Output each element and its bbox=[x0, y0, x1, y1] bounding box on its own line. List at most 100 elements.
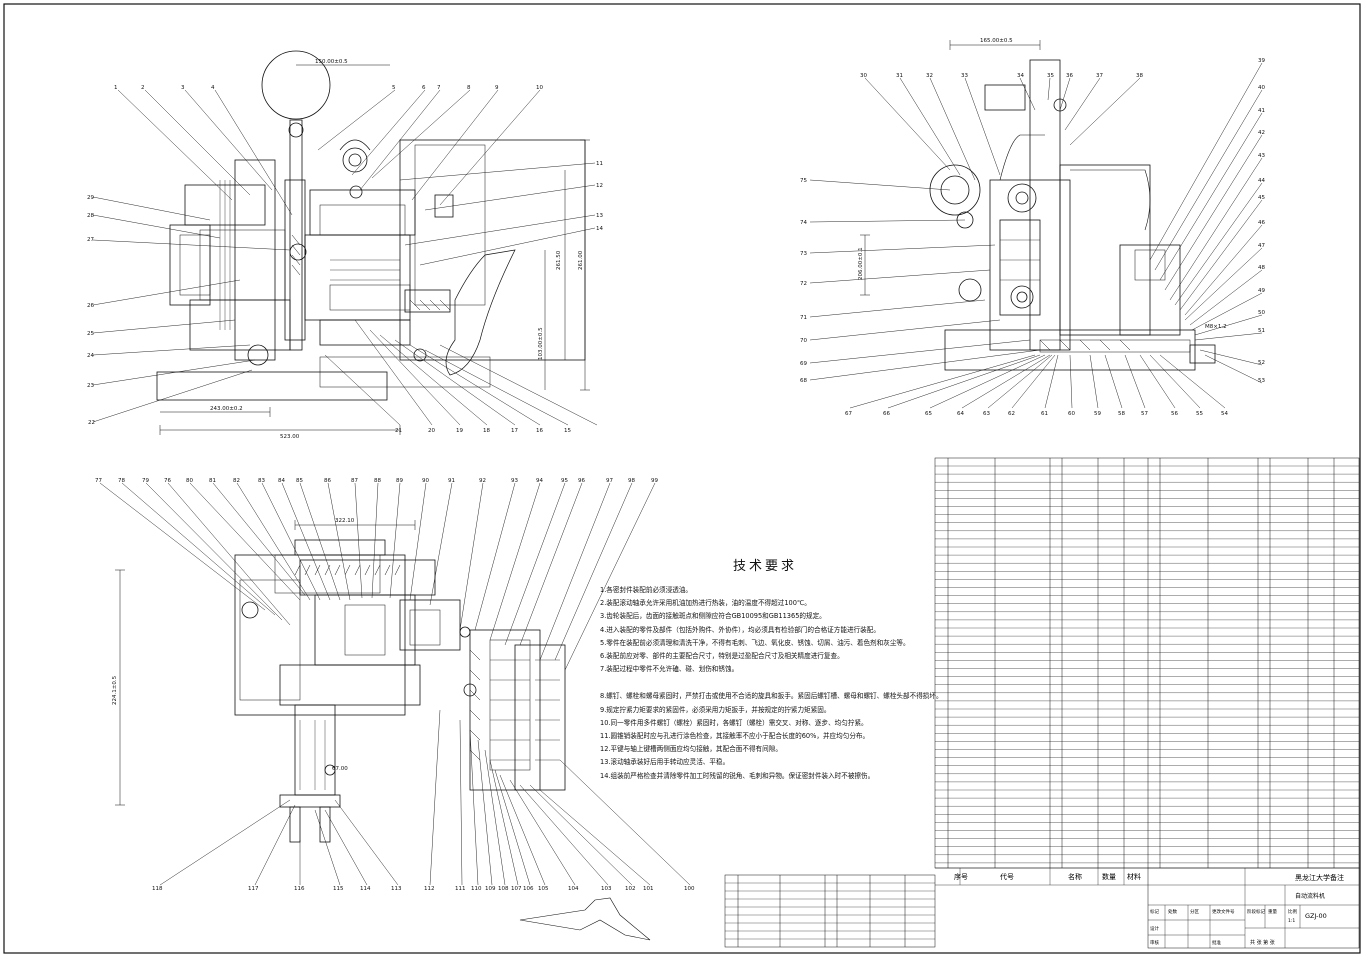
part-label: 13 bbox=[596, 213, 603, 219]
part-label: 114 bbox=[360, 886, 371, 892]
title-block-texts: 序号 代号 名称 数量 材料 备注 黑龙江大学 自动流料机 GZJ-00 标记 … bbox=[954, 872, 1344, 946]
part-label: 89 bbox=[396, 478, 403, 484]
part-label: 69 bbox=[800, 361, 807, 367]
dim-side-top: 165.00±0.5 bbox=[980, 38, 1013, 44]
part-label: 76 bbox=[164, 478, 171, 484]
tech-item: 1.各密封件装配前必须浸透油。 bbox=[600, 586, 693, 594]
part-label: 30 bbox=[860, 73, 867, 79]
part-label: 46 bbox=[1258, 220, 1265, 226]
part-label: 35 bbox=[1047, 73, 1054, 79]
sign-zone: 分区 bbox=[1190, 908, 1199, 915]
part-label: 45 bbox=[1258, 195, 1265, 201]
part-label: 88 bbox=[374, 478, 381, 484]
section-view bbox=[99, 482, 691, 941]
front-view bbox=[92, 50, 598, 435]
part-label: 63 bbox=[983, 411, 990, 417]
hdr-material: 材料 bbox=[1127, 872, 1141, 881]
part-label: 7 bbox=[437, 85, 441, 91]
part-label: 94 bbox=[536, 478, 543, 484]
part-label: 49 bbox=[1258, 288, 1265, 294]
part-label: 11 bbox=[596, 161, 603, 167]
part-label: 99 bbox=[651, 478, 658, 484]
part-label: 62 bbox=[1008, 411, 1015, 417]
tech-requirements-title: 技术要求 bbox=[732, 559, 797, 574]
part-label: 115 bbox=[333, 886, 344, 892]
part-label: 44 bbox=[1258, 178, 1265, 184]
sheet-info: 共 张 第 张 bbox=[1250, 939, 1275, 946]
part-label: 67 bbox=[845, 411, 852, 417]
technical-requirements: 技术要求 1.各密封件装配前必须浸透油。 2.装配滚动轴承允许采用机油加热进行热… bbox=[600, 555, 943, 783]
part-label: 109 bbox=[485, 886, 496, 892]
tech-item: 7.装配过程中零件不允许磕、碰、划伤和锈蚀。 bbox=[600, 665, 739, 674]
tech-item: 4.进入装配的零件及部件（包括外购件、外协件），均必须具有检验部门的合格证方能进… bbox=[600, 625, 880, 634]
part-label: 25 bbox=[87, 331, 94, 337]
dim-top-left-inner: 243.00±0.2 bbox=[210, 406, 243, 412]
part-label: 2 bbox=[141, 85, 145, 91]
part-label: 3 bbox=[181, 85, 185, 91]
part-label: 103 bbox=[601, 886, 612, 892]
hdr-qty: 数量 bbox=[1102, 872, 1116, 881]
part-label: 53 bbox=[1258, 378, 1265, 384]
part-label: 60 bbox=[1068, 411, 1075, 417]
part-label: 42 bbox=[1258, 130, 1265, 136]
dim-side-thread: M8×1.2 bbox=[1205, 324, 1227, 330]
part-label: 73 bbox=[800, 251, 807, 257]
part-label: 84 bbox=[278, 478, 285, 484]
part-label: 61 bbox=[1041, 411, 1048, 417]
part-label: 20 bbox=[428, 428, 435, 434]
approve-label: 批准 bbox=[1212, 939, 1221, 946]
part-label: 9 bbox=[495, 85, 499, 91]
part-label: 55 bbox=[1196, 411, 1203, 417]
part-label: 21 bbox=[395, 428, 402, 434]
part-label: 33 bbox=[961, 73, 968, 79]
sign-count: 处数 bbox=[1168, 908, 1177, 915]
part-label: 72 bbox=[800, 281, 807, 287]
title-product: 自动流料机 bbox=[1295, 892, 1325, 900]
side-view bbox=[809, 40, 1263, 409]
part-label: 28 bbox=[87, 213, 94, 219]
dim-height-b: 261.00 bbox=[578, 250, 584, 270]
dim-section-top: 322.10 bbox=[335, 518, 355, 524]
part-label: 36 bbox=[1066, 73, 1073, 79]
part-label: 26 bbox=[87, 303, 94, 309]
part-label: 4 bbox=[211, 85, 215, 91]
part-label: 95 bbox=[561, 478, 568, 484]
part-label: 17 bbox=[511, 428, 518, 434]
tech-item: 2.装配滚动轴承允许采用机油加热进行热装，油的温度不得超过100℃。 bbox=[600, 599, 811, 608]
part-label: 96 bbox=[578, 478, 585, 484]
part-label: 41 bbox=[1258, 108, 1265, 114]
part-label: 86 bbox=[324, 478, 331, 484]
part-label: 34 bbox=[1017, 73, 1024, 79]
dim-height-c: 103.00±0.5 bbox=[538, 327, 544, 360]
part-label: 105 bbox=[538, 886, 549, 892]
part-label: 98 bbox=[628, 478, 635, 484]
part-label: 104 bbox=[568, 886, 579, 892]
part-label: 16 bbox=[536, 428, 543, 434]
part-label: 110 bbox=[471, 886, 482, 892]
part-label: 101 bbox=[643, 886, 654, 892]
part-label: 47 bbox=[1258, 243, 1265, 249]
part-label: 64 bbox=[957, 411, 964, 417]
part-label: 97 bbox=[606, 478, 613, 484]
part-label: 74 bbox=[800, 220, 807, 226]
title-drawing-no: GZJ-00 bbox=[1305, 912, 1327, 920]
part-label: 116 bbox=[294, 886, 305, 892]
part-label: 19 bbox=[456, 428, 463, 434]
part-label: 59 bbox=[1094, 411, 1101, 417]
drawing-border bbox=[3, 3, 1361, 954]
part-label: 56 bbox=[1171, 411, 1178, 417]
part-label: 102 bbox=[625, 886, 636, 892]
tech-item: 9.规定拧紧力矩要求的紧固件，必须采用力矩扳手，并按规定的拧紧力矩紧固。 bbox=[600, 705, 831, 714]
part-label: 111 bbox=[455, 886, 466, 892]
tech-item: 13.滚动轴承装好后用手转动应灵活、平稳。 bbox=[600, 758, 730, 767]
tech-item: 12.平键与轴上键槽两侧面应均匀接触，其配合面不得有间隙。 bbox=[600, 745, 782, 754]
dim-top: 150.00±0.5 bbox=[315, 59, 348, 65]
part-label: 14 bbox=[596, 226, 603, 232]
dim-height-a: 261.50 bbox=[556, 250, 562, 270]
hdr-name: 名称 bbox=[1068, 872, 1082, 881]
part-label: 87 bbox=[351, 478, 358, 484]
part-label: 90 bbox=[422, 478, 429, 484]
part-label: 91 bbox=[448, 478, 455, 484]
